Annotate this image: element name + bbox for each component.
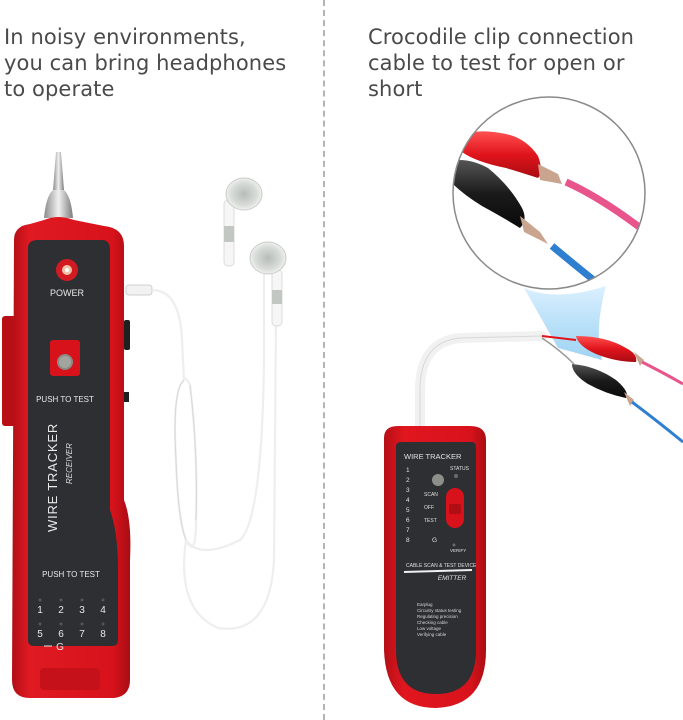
svg-text:4: 4: [406, 497, 410, 504]
caption-crocodile-clip: Crocodile clip connection cable to test …: [368, 25, 635, 101]
earbud-left-icon: [223, 177, 263, 267]
svg-text:6: 6: [406, 517, 410, 524]
svg-text:5: 5: [37, 629, 43, 640]
svg-text:5: 5: [406, 507, 410, 514]
svg-text:1: 1: [406, 467, 410, 474]
svg-text:G: G: [56, 642, 64, 653]
receiver-with-headphones-illustration: POWER PUSH TO TEST WIRE TRACKER RECEIVER…: [0, 140, 320, 720]
svg-text:3: 3: [406, 487, 410, 494]
svg-text:Earplug: Earplug: [417, 602, 433, 607]
brand-label-vertical: WIRE TRACKER: [45, 423, 60, 532]
svg-text:Checking cable: Checking cable: [417, 620, 448, 625]
magnified-clip-view: [452, 96, 646, 290]
svg-text:TEST: TEST: [424, 518, 437, 524]
svg-text:VERIFY: VERIFY: [450, 548, 466, 553]
svg-text:2: 2: [58, 605, 64, 616]
svg-text:8: 8: [406, 537, 410, 544]
headphone-cable: [151, 266, 278, 630]
model-label-vertical: RECEIVER: [65, 443, 74, 484]
panel-divider: [323, 0, 325, 720]
svg-text:3: 3: [79, 605, 85, 616]
svg-text:Circuitry status testing: Circuitry status testing: [417, 608, 462, 613]
probe-tip-icon: [44, 152, 73, 218]
svg-text:6: 6: [58, 629, 64, 640]
svg-text:2: 2: [406, 477, 410, 484]
svg-text:7: 7: [79, 629, 85, 640]
caption-headphones: In noisy environments, you can bring hea…: [4, 25, 287, 101]
svg-text:Verifying cable: Verifying cable: [417, 632, 447, 637]
emitter-with-crocodile-clips-illustration: WIRE TRACKER STATUS 1 2 3 4 5 6 7 8 G SC…: [326, 90, 683, 720]
svg-text:Low voltage: Low voltage: [417, 626, 442, 631]
push-to-test-label-top: PUSH TO TEST: [36, 395, 94, 404]
svg-text:Regulating precision: Regulating precision: [417, 614, 458, 619]
svg-text:G: G: [432, 537, 437, 544]
device-line-label: CABLE SCAN & TEST DEVICE: [406, 563, 477, 569]
feature-list: Earplug Circuitry status testing Regulat…: [417, 602, 462, 637]
svg-text:1: 1: [37, 605, 43, 616]
power-label: POWER: [50, 288, 85, 298]
push-to-test-label-bottom: PUSH TO TEST: [42, 570, 100, 579]
earbud-right-icon: [249, 241, 287, 327]
svg-text:OFF: OFF: [424, 505, 434, 511]
svg-text:4: 4: [100, 605, 106, 616]
svg-text:STATUS: STATUS: [450, 466, 470, 472]
svg-text:7: 7: [406, 527, 410, 534]
emitter-brand: WIRE TRACKER: [404, 452, 462, 461]
svg-text:8: 8: [100, 629, 106, 640]
emitter-type-label: EMITTER: [438, 575, 467, 582]
svg-text:SCAN: SCAN: [424, 492, 438, 498]
